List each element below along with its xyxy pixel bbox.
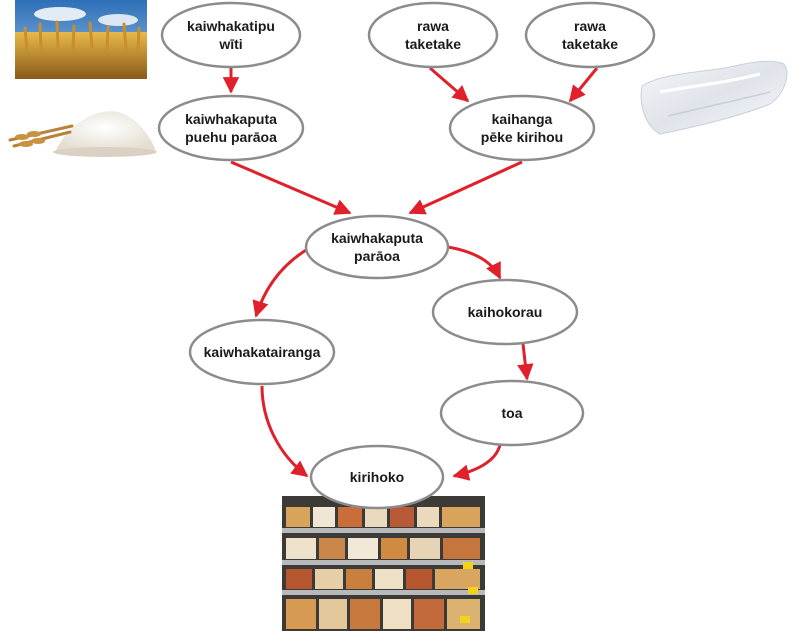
- node-bread-maker: kaiwhakaputa parāoa: [304, 214, 450, 280]
- arrow-raw-material-2-to-bag-maker: [568, 67, 599, 103]
- arrow-marketer-to-customer: [260, 385, 309, 478]
- node-label-line: taketake: [562, 36, 618, 52]
- node-flour-maker: kaiwhakaputa puehu parāoa: [157, 94, 305, 162]
- node-wholesaler: kaihokorau: [431, 278, 579, 346]
- arrow-flour-maker-to-bread-maker: [230, 160, 352, 215]
- node-label-line: kaihokorau: [468, 304, 543, 320]
- node-ellipse: [309, 444, 445, 510]
- node-label-line: taketake: [405, 36, 461, 52]
- wheat-field-image: [15, 0, 147, 79]
- node-label-line: kaiwhakaputa: [331, 230, 423, 246]
- arrow-bag-maker-to-bread-maker: [408, 160, 523, 215]
- node-label-line: puehu parāoa: [185, 129, 277, 145]
- flour-pile-image: [8, 111, 157, 157]
- node-ellipse: [160, 1, 302, 69]
- arrow-bread-maker-to-marketer: [252, 245, 312, 318]
- node-ellipse: [188, 318, 336, 386]
- node-label-line: pēke kirihou: [481, 129, 563, 145]
- arrow-shop-to-customer: [452, 444, 502, 481]
- node-ellipse: [304, 214, 450, 280]
- node-bag-maker: kaihanga pēke kirihou: [448, 94, 596, 162]
- node-label-line: toa: [502, 405, 523, 421]
- node-ellipse: [157, 94, 305, 162]
- node-ellipse: [524, 1, 656, 69]
- arrow-raw-material-1-to-bag-maker: [429, 66, 470, 103]
- node-ellipse: [367, 1, 499, 69]
- node-label-line: rawa: [574, 18, 606, 34]
- node-label-line: rawa: [417, 18, 449, 34]
- node-shop: toa: [439, 379, 585, 447]
- node-label-line: kaiwhakaputa: [185, 111, 277, 127]
- node-label-line: kirihoko: [350, 469, 404, 485]
- node-label-line: parāoa: [354, 248, 400, 264]
- node-label-line: kaihanga: [492, 111, 553, 127]
- arrow-bread-maker-to-wholesaler: [447, 245, 502, 280]
- node-marketer: kaiwhakatairanga: [188, 318, 336, 386]
- node-raw-material-2: rawa taketake: [524, 1, 656, 69]
- bread-shelves-image: [282, 496, 485, 631]
- node-raw-material-1: rawa taketake: [367, 1, 499, 69]
- node-label-line: kaiwhakatairanga: [204, 344, 321, 360]
- arrow-wholesaler-to-shop: [517, 343, 534, 381]
- plastic-bag-image: [640, 60, 788, 135]
- node-customer: kirihoko: [309, 444, 445, 510]
- node-label-line: wīti: [218, 36, 242, 52]
- node-ellipse: [448, 94, 596, 162]
- node-ellipse: [431, 278, 579, 346]
- node-ellipse: [439, 379, 585, 447]
- node-wheat-farmer: kaiwhakatipu wīti: [160, 1, 302, 69]
- node-label-line: kaiwhakatipu: [187, 18, 275, 34]
